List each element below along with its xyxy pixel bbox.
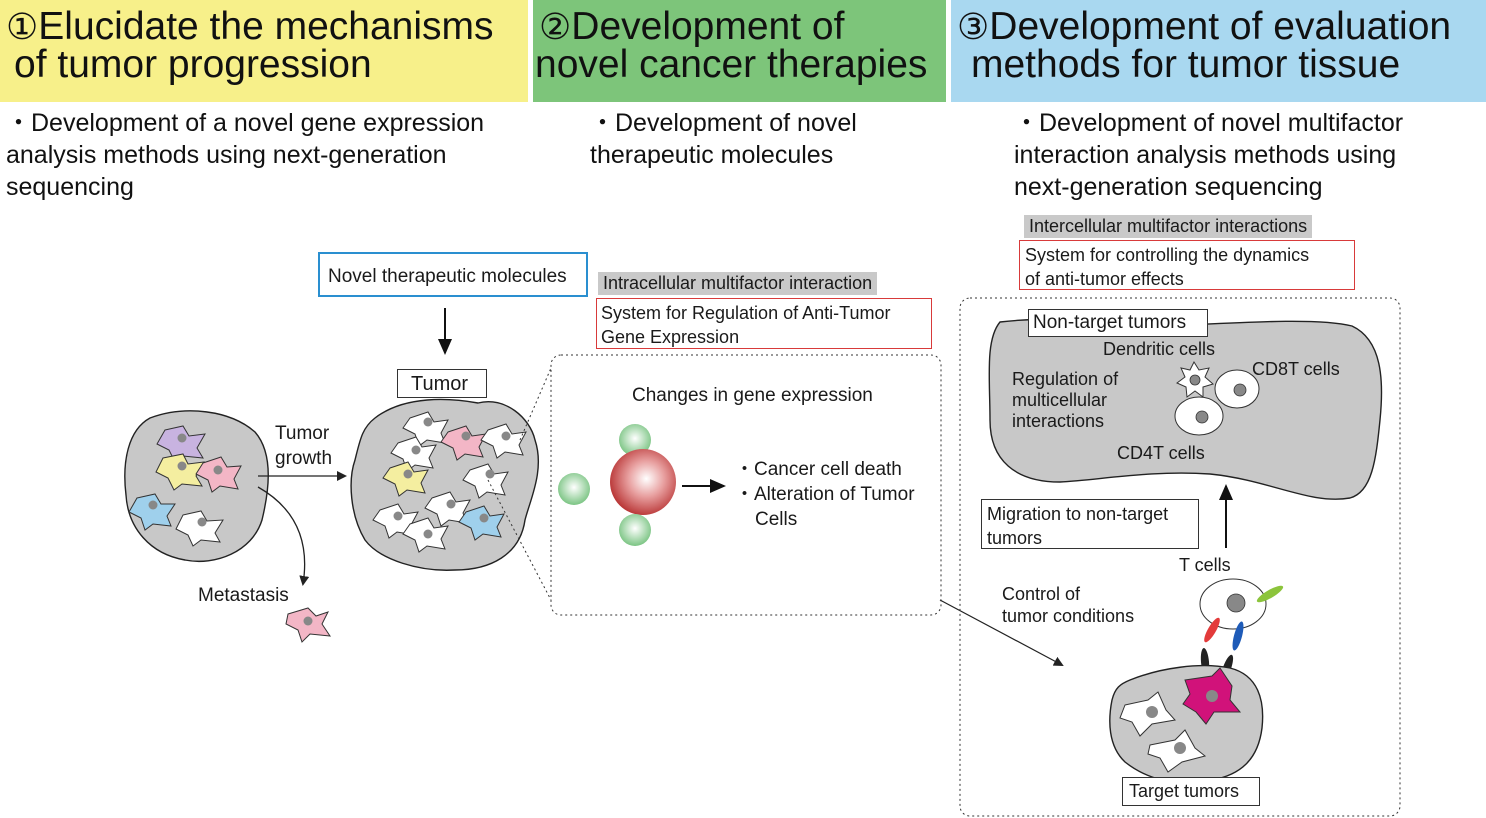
metastasis-arrow: [257, 486, 310, 586]
outcome-line-3: Cells: [755, 509, 798, 530]
bullet-line: ・Development of novel: [590, 109, 857, 137]
control-line-1: Control of: [1002, 584, 1081, 604]
header-title-line-1: ①Elucidate the mechanisms: [6, 5, 494, 48]
intercellular-header: Intercellular multifactor interactions: [1024, 215, 1313, 238]
green-receptor: [1256, 585, 1284, 603]
bullet-line: next-generation sequencing: [1014, 173, 1323, 201]
bullet-line: therapeutic molecules: [590, 141, 834, 169]
non-target-label: Non-target tumors: [1033, 312, 1187, 333]
bullets-column-2: ・Development of novel therapeutic molecu…: [590, 107, 857, 171]
tumor-evaluation-panel: [959, 297, 1401, 817]
header-title-line-2: of tumor progression: [14, 43, 372, 86]
metastasis-cell: [285, 607, 332, 643]
header-column-3: ③Development of evaluation methods for t…: [951, 0, 1486, 102]
novel-molecules-label: Novel therapeutic molecules: [328, 266, 567, 287]
outcome-line-1: ・Cancer cell death: [735, 459, 902, 480]
regulation-line-2: multicellular: [1012, 390, 1108, 410]
changes-label: Changes in gene expression: [632, 385, 873, 406]
target-label: Target tumors: [1129, 781, 1240, 801]
bullets-column-1: ・Development of a novel gene expression …: [6, 107, 484, 203]
anti-tumor-line-2: of anti-tumor effects: [1025, 269, 1184, 289]
header-title-line-2: methods for tumor tissue: [971, 43, 1401, 86]
metastasis-label: Metastasis: [198, 585, 289, 606]
green-molecule-left: [558, 473, 590, 505]
cancer-cells-small-tumor: [128, 425, 242, 547]
header-title-line-1: ③Development of evaluation: [957, 5, 1452, 48]
migration-line-2: tumors: [987, 528, 1043, 548]
gene-regulation-line-1: System for Regulation of Anti-Tumor: [601, 303, 891, 323]
anti-tumor-system-box: System for controlling the dynamics of a…: [1019, 240, 1355, 290]
tumor-growth-label-1: Tumor: [275, 423, 330, 444]
dendritic-label: Dendritic cells: [1103, 339, 1216, 359]
regulation-line-1: Regulation of: [1012, 369, 1119, 389]
bullet-line: interaction analysis methods using: [1014, 141, 1397, 169]
tumor-growth-label-2: growth: [275, 448, 333, 469]
target-box: Target tumors: [1122, 777, 1260, 806]
header-column-2: ②Development of novel cancer therapies: [533, 0, 946, 102]
cd4t-label: CD4T cells: [1117, 443, 1205, 463]
cd8t-label: CD8T cells: [1252, 359, 1340, 379]
header-column-1: ①Elucidate the mechanisms of tumor progr…: [0, 0, 528, 102]
circled-number-3: ③: [957, 6, 990, 47]
cancer-cells-large-tumor: [372, 411, 527, 553]
novel-molecules-box: Novel therapeutic molecules: [318, 252, 588, 297]
outcome-line-2: ・Alteration of Tumor: [735, 484, 915, 505]
green-molecule-bottom: [619, 514, 651, 546]
non-target-box: Non-target tumors: [1028, 309, 1208, 337]
anti-tumor-line-1: System for controlling the dynamics: [1025, 245, 1310, 265]
blue-receptor: [1232, 621, 1244, 651]
circled-number-1: ①: [6, 6, 39, 47]
gene-regulation-system-box: System for Regulation of Anti-Tumor Gene…: [596, 298, 932, 349]
red-receptor: [1204, 617, 1220, 643]
green-molecule-top: [619, 424, 651, 456]
control-arrow: [939, 599, 1064, 666]
tumor-box: Tumor: [397, 369, 487, 398]
intracellular-header: Intracellular multifactor interaction: [598, 272, 878, 295]
header-title-line-1: ②Development of: [539, 5, 845, 48]
bullets-column-3: ・Development of novel multifactor intera…: [1014, 107, 1403, 203]
t-cells-label: T cells: [1179, 555, 1231, 575]
gene-expression-panel: [550, 354, 942, 616]
control-line-2: tumor conditions: [1002, 606, 1135, 626]
bullet-line: ・Development of novel multifactor: [1014, 109, 1404, 137]
migration-box: Migration to non-target tumors: [981, 499, 1199, 549]
bullet-line: sequencing: [6, 173, 134, 201]
bullet-line: ・Development of a novel gene expression: [6, 109, 485, 137]
header-title-line-2: novel cancer therapies: [535, 43, 928, 86]
gene-regulation-line-2: Gene Expression: [601, 327, 740, 347]
regulation-line-3: interactions: [1012, 411, 1105, 431]
migration-line-1: Migration to non-target: [987, 504, 1169, 524]
zoom-line-top: [519, 367, 552, 441]
bullet-line: analysis methods using next-generation: [6, 141, 447, 169]
circled-number-2: ②: [539, 6, 572, 47]
tumor-label: Tumor: [411, 373, 469, 395]
red-protein: [610, 449, 676, 515]
